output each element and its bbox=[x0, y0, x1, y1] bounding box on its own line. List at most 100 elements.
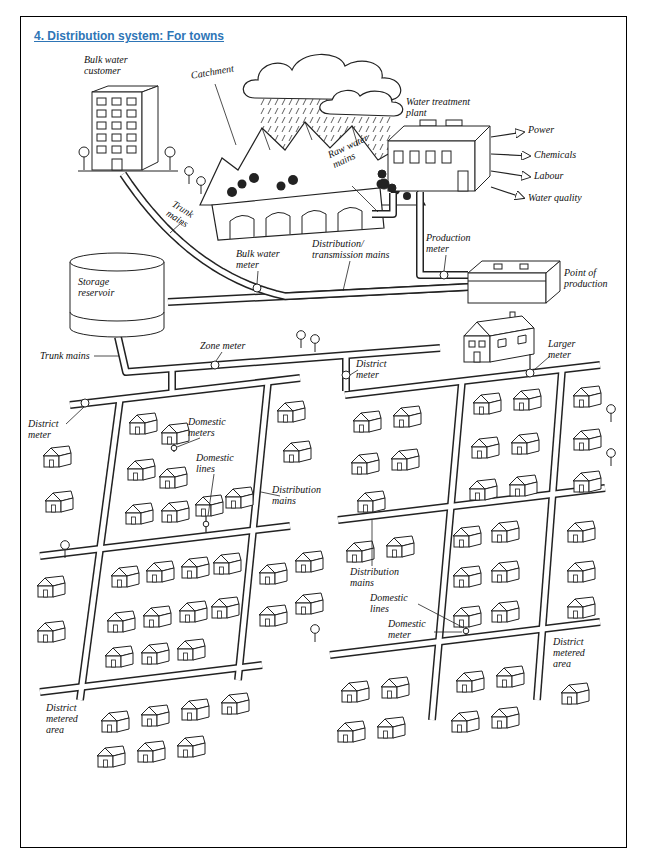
house-icon bbox=[105, 646, 133, 667]
door bbox=[474, 352, 480, 362]
building-gable bbox=[464, 322, 490, 336]
building-front bbox=[92, 92, 142, 170]
house-icon bbox=[357, 491, 385, 512]
tank-body bbox=[70, 262, 164, 337]
distribution-main bbox=[238, 382, 268, 680]
leader-line bbox=[216, 352, 222, 361]
callout-label: Water quality bbox=[528, 192, 598, 203]
domestic-line bbox=[529, 354, 530, 369]
houses bbox=[37, 386, 601, 767]
house-icon bbox=[177, 736, 205, 757]
house-icon bbox=[473, 393, 501, 414]
district-meter-symbol bbox=[342, 371, 350, 379]
callout-label: Chemicals bbox=[534, 149, 594, 160]
production-point-tank: Point of production bbox=[468, 255, 614, 307]
roof-tank bbox=[446, 120, 462, 126]
tree-icon bbox=[297, 331, 306, 348]
pipe-connector bbox=[420, 192, 468, 275]
window bbox=[518, 335, 526, 344]
storage-reservoir-tank: Storage reservoir bbox=[66, 250, 168, 342]
tank-top bbox=[70, 253, 164, 271]
domestic-lines bbox=[174, 354, 530, 635]
house-icon bbox=[573, 471, 601, 492]
dark-tree bbox=[403, 192, 411, 200]
house-icon bbox=[161, 423, 189, 444]
hill-shading bbox=[262, 122, 358, 150]
house-icon bbox=[351, 453, 379, 474]
feed-pipe bbox=[170, 368, 175, 394]
house-icon bbox=[129, 413, 157, 434]
house-icon bbox=[496, 666, 524, 687]
callout-label: District meter bbox=[356, 358, 396, 380]
house-icon bbox=[509, 475, 537, 496]
callout-label: Domestic lines bbox=[370, 592, 418, 614]
house-icon bbox=[381, 677, 409, 698]
house-icon bbox=[97, 746, 125, 767]
house-icon bbox=[211, 597, 239, 618]
dam-wall bbox=[212, 188, 384, 240]
domestic-meter-symbol bbox=[463, 628, 469, 634]
callout-label: Domestic meters bbox=[188, 416, 238, 438]
pipe-outline bbox=[168, 287, 468, 302]
pipe-outline bbox=[123, 174, 468, 296]
distribution-main bbox=[345, 365, 600, 395]
house-icon bbox=[161, 501, 189, 522]
window bbox=[479, 341, 485, 347]
window bbox=[112, 146, 121, 153]
shrub bbox=[379, 179, 389, 189]
house-icon bbox=[221, 693, 249, 714]
meters bbox=[81, 271, 534, 634]
node-label: Point of production bbox=[564, 267, 614, 289]
house-icon bbox=[453, 566, 481, 587]
window bbox=[97, 122, 106, 129]
tree-icon bbox=[197, 177, 206, 194]
callout-label: Trunk mains bbox=[164, 198, 204, 235]
distribution-main bbox=[338, 488, 605, 520]
distribution-main bbox=[330, 622, 600, 655]
window bbox=[469, 341, 475, 347]
bulk-customer-building: Bulk water customer bbox=[78, 52, 178, 174]
house-icon bbox=[43, 446, 71, 467]
domestic-line bbox=[205, 516, 206, 532]
distribution-main bbox=[40, 665, 262, 692]
distribution-main bbox=[338, 488, 605, 520]
tree-icon bbox=[61, 541, 70, 558]
leader-line bbox=[444, 255, 446, 271]
distribution-main bbox=[80, 399, 120, 700]
tree-icon bbox=[607, 405, 616, 422]
distribution-main bbox=[330, 622, 600, 655]
tank-side bbox=[546, 261, 560, 303]
leader-line bbox=[418, 604, 464, 628]
door bbox=[458, 171, 468, 191]
window bbox=[127, 110, 136, 117]
trunk-main-pipe bbox=[118, 337, 440, 372]
tree-icon bbox=[311, 625, 320, 642]
house-icon bbox=[283, 441, 311, 462]
house-icon bbox=[491, 561, 519, 582]
leader-line bbox=[343, 261, 350, 291]
distribution-main bbox=[537, 370, 562, 700]
house-icon bbox=[337, 721, 365, 742]
callout-label: Distribution mains bbox=[272, 484, 327, 506]
house-icon bbox=[456, 671, 484, 692]
domestic-meter-symbol bbox=[203, 521, 209, 527]
building-side bbox=[142, 86, 158, 170]
leader-lines bbox=[66, 84, 550, 632]
leader-line bbox=[261, 492, 280, 496]
house-icon bbox=[101, 711, 129, 732]
dam-arch bbox=[302, 210, 326, 234]
house-icon bbox=[259, 563, 287, 584]
distribution-main bbox=[432, 381, 462, 720]
distribution-main bbox=[537, 370, 562, 700]
leader-line bbox=[257, 271, 258, 284]
feed-pipe bbox=[168, 368, 176, 394]
callout-label: District metered area bbox=[46, 702, 91, 735]
cloud bbox=[320, 90, 403, 116]
input-arrow bbox=[491, 171, 530, 177]
house-icon bbox=[573, 429, 601, 450]
house-icon bbox=[146, 561, 174, 582]
page-title: 4. Distribution system: For towns bbox=[34, 29, 224, 43]
building-front bbox=[388, 141, 475, 191]
trees bbox=[61, 167, 616, 642]
house-icon bbox=[107, 611, 135, 632]
